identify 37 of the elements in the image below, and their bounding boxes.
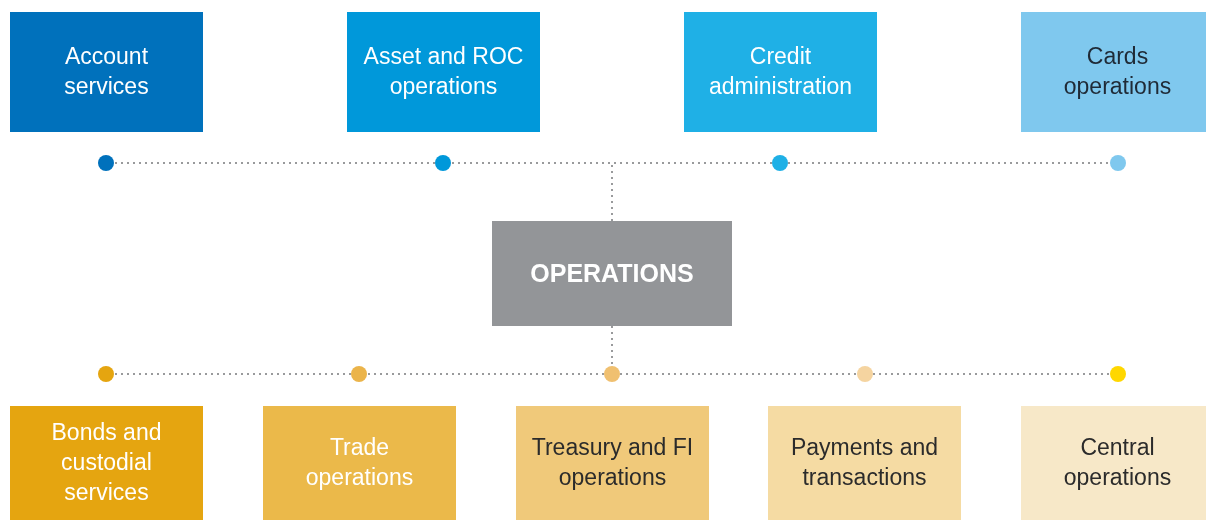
connector-dot [1110, 366, 1126, 382]
heading: OPERATIONS [530, 258, 694, 290]
department-label: Payments and transactions [790, 433, 939, 492]
department-box [684, 12, 877, 132]
department-label: Bonds and custodial services [50, 418, 163, 507]
department-label: Treasury and FI operations [530, 433, 695, 492]
department-box [516, 406, 709, 520]
dotted-connector [611, 325, 613, 367]
dotted-connector [113, 373, 352, 375]
dotted-connector [113, 162, 436, 164]
dotted-connector [366, 373, 605, 375]
department-label: Credit administration [707, 42, 854, 101]
department-box [768, 406, 961, 520]
department-box [347, 12, 540, 132]
department-box [1021, 12, 1206, 132]
connector-dot [98, 366, 114, 382]
central-box [492, 221, 732, 326]
department-box [263, 406, 456, 520]
department-label: Trade operations [304, 433, 415, 492]
department-label: Asset and ROC operations [362, 42, 525, 101]
department-label: Account services [63, 42, 150, 101]
connector-dot [1110, 155, 1126, 171]
dotted-connector [787, 162, 1111, 164]
connector-dot [772, 155, 788, 171]
dotted-connector [872, 373, 1111, 375]
dotted-connector [619, 373, 858, 375]
connector-dot [857, 366, 873, 382]
connector-dot [351, 366, 367, 382]
department-label: Cards operations [1062, 42, 1173, 101]
department-box [10, 406, 203, 520]
connector-dot [98, 155, 114, 171]
department-label: Central operations [1062, 433, 1173, 492]
connector-dot [435, 155, 451, 171]
dotted-connector [611, 162, 773, 222]
connector-dot [604, 366, 620, 382]
department-box [10, 12, 203, 132]
department-box [1021, 406, 1206, 520]
